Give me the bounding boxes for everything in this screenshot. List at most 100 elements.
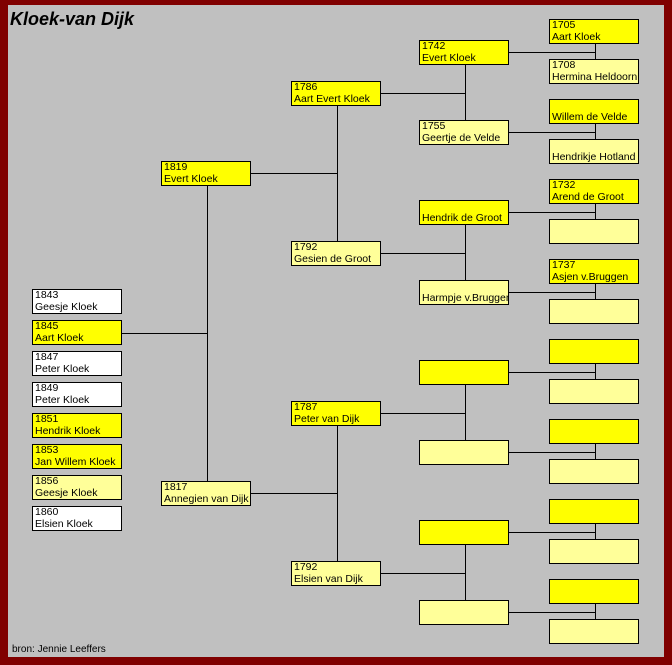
person-year [552,140,638,152]
family-tree-canvas: Kloek-van Dijk bron: Jennie Leeffers 184… [8,5,664,657]
person-year: 1847 [35,351,59,363]
person-name: Harmpje v.Bruggen [422,291,509,304]
connector-line [465,385,466,440]
person-name: Asjen v.Bruggen [552,270,629,283]
person-year: 1755 [422,120,446,132]
person-box[interactable] [549,539,639,564]
connector-line [249,173,337,174]
person-box[interactable] [549,419,639,444]
person-year [552,620,638,632]
person-name [552,592,638,604]
person-year: 1737 [552,259,576,271]
connector-line [379,253,465,254]
connector-line [507,132,595,133]
person-name: Annegien van Dijk [164,492,249,505]
person-year [422,441,508,453]
connector-line [379,573,465,574]
person-year: 1849 [35,382,59,394]
person-box[interactable] [549,299,639,324]
person-box[interactable] [419,600,509,625]
connector-line [507,52,595,53]
person-box[interactable] [549,619,639,644]
connector-line [595,604,596,619]
person-year: 1732 [552,179,576,191]
connector-line [595,524,596,539]
person-name: Willem de Velde [552,110,628,123]
person-box[interactable] [419,440,509,465]
person-box[interactable]: Harmpje v.Bruggen [419,280,509,305]
person-year [552,580,638,592]
person-box[interactable] [549,379,639,404]
person-box[interactable]: Hendrik de Groot [419,200,509,225]
connector-line [465,545,466,600]
connector-line [507,532,595,533]
person-box[interactable]: Willem de Velde [549,99,639,124]
person-box[interactable] [549,499,639,524]
connector-line [595,364,596,379]
connector-line [337,426,338,561]
person-name: Elsien Kloek [35,517,93,530]
person-name [422,453,508,465]
person-year: 1817 [164,481,188,493]
person-year [552,380,638,392]
person-name: Aart Kloek [552,30,601,43]
person-year: 1845 [35,320,59,332]
person-name: Peter Kloek [35,393,90,406]
person-box[interactable]: Hendrikje Hotland [549,139,639,164]
person-year: 1787 [294,401,318,413]
person-name [422,613,508,625]
connector-line [379,93,465,94]
person-name [552,512,638,524]
person-name: Hendrikje Hotland [552,150,636,163]
person-year: 1853 [35,444,59,456]
person-box[interactable] [419,360,509,385]
person-box[interactable] [419,520,509,545]
person-name: Arend de Groot [552,190,624,203]
person-box[interactable] [549,339,639,364]
person-name: Aart Evert Kloek [294,92,370,105]
person-year [422,361,508,373]
source-credit: bron: Jennie Leeffers [12,644,106,655]
person-name [422,373,508,385]
person-box[interactable] [549,459,639,484]
person-name [552,432,638,444]
person-name [552,232,638,244]
connector-line [595,444,596,459]
person-box[interactable] [549,579,639,604]
person-year: 1851 [35,413,59,425]
person-box[interactable] [549,219,639,244]
person-name: Peter van Dijk [294,412,360,425]
person-name: Elsien van Dijk [294,572,363,585]
person-year [552,540,638,552]
person-year [422,601,508,613]
connector-line [595,44,596,59]
person-name: Hermina Heldoorn [552,70,638,83]
connector-line [119,333,207,334]
connector-line [595,204,596,219]
person-name: Jan Willem Kloek [35,455,116,468]
person-name [552,392,638,404]
person-name [422,533,508,545]
person-year: 1792 [294,561,318,573]
person-year [422,521,508,533]
